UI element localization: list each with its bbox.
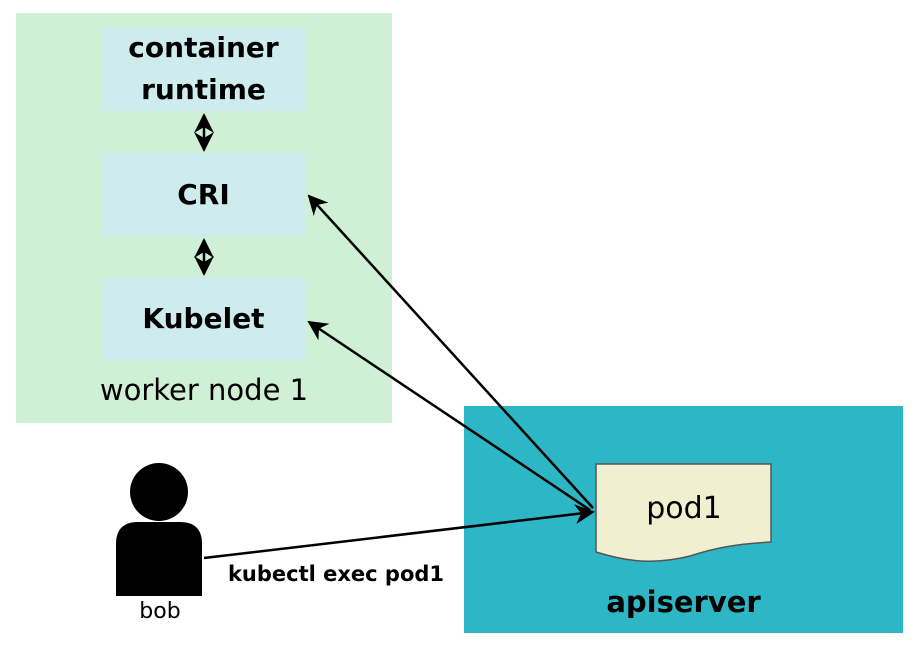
- kubelet-box: Kubelet: [101, 277, 306, 361]
- person-icon: [116, 463, 202, 596]
- pod-label: pod1: [646, 490, 722, 526]
- apiserver-label: apiserver: [606, 585, 761, 619]
- user-label: bob: [139, 598, 181, 624]
- container-runtime-label: container runtime: [128, 31, 279, 106]
- pod-document-shape: [595, 463, 772, 562]
- kubelet-label: Kubelet: [142, 302, 265, 335]
- container-runtime-box: container runtime: [101, 27, 306, 111]
- cri-box: CRI: [101, 153, 306, 237]
- command-label: kubectl exec pod1: [227, 562, 445, 586]
- cri-label: CRI: [177, 178, 230, 211]
- pod-to-kubelet-arrow: [307, 320, 591, 512]
- pod-to-cri-arrow: [307, 194, 594, 509]
- bob-to-pod-arrow: [203, 504, 595, 560]
- worker-node-label: worker node 1: [99, 373, 309, 407]
